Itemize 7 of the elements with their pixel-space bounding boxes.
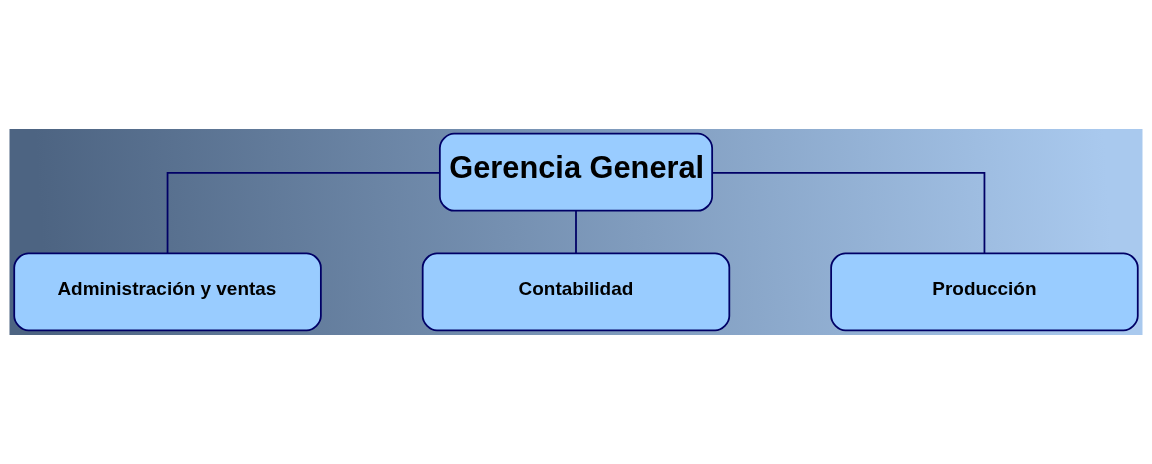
node-box: Producción [830, 252, 1139, 332]
node-box: Administración y ventas [13, 252, 322, 332]
connector [166, 171, 441, 255]
node-box: Gerencia General [438, 132, 714, 212]
connector [711, 171, 986, 255]
node-box: Contabilidad [421, 252, 731, 332]
connector [575, 209, 577, 254]
